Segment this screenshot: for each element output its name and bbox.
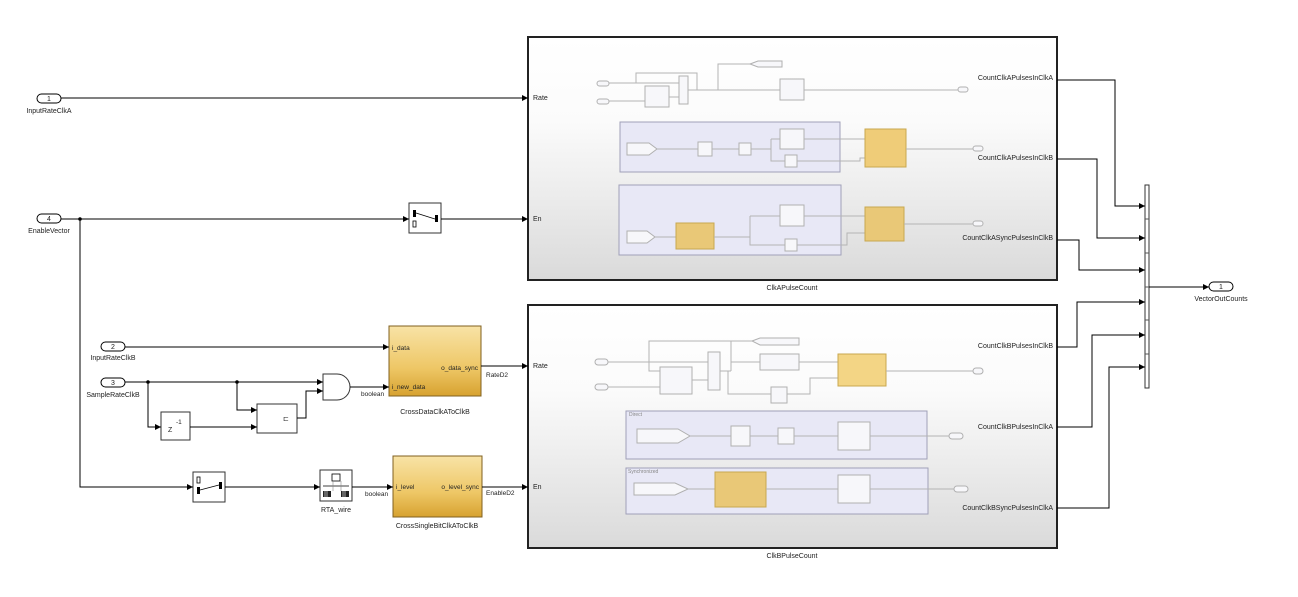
cross-bit-input: i_level — [396, 484, 415, 491]
subsystem-b-input-en: En — [533, 484, 542, 491]
subsystem-b-input-rate: Rate — [533, 363, 548, 370]
cross-data-input-1: i_data — [392, 345, 410, 352]
subsystem-b-output-2: CountClkBPulsesInClkA — [978, 424, 1053, 431]
switch-block-bottom[interactable] — [192, 471, 226, 503]
rta-wire-name: RTA_wire — [321, 507, 351, 514]
inport-4-number: 4 — [47, 216, 51, 223]
subsystem-b-name: ClkBPulseCount — [767, 553, 818, 560]
subsystem-a-output-3: CountClkASyncPulsesInClkB — [962, 235, 1053, 242]
unit-delay-base: Z — [168, 427, 173, 434]
inport-2-name: InputRateClkB — [90, 355, 135, 362]
subsystem-a-preview — [596, 60, 984, 256]
outport-name: VectorOutCounts — [1194, 296, 1248, 303]
subsystem-b-output-3: CountClkBSyncPulsesInClkA — [962, 505, 1053, 512]
signal-label-boolean-2: boolean — [365, 491, 389, 498]
subsystem-a-name: ClkAPulseCount — [767, 285, 818, 292]
cross-bit-output: o_level_sync — [441, 484, 479, 491]
inport-3-number: 3 — [111, 380, 115, 387]
subsystem-a-output-1: CountClkAPulsesInClkA — [978, 75, 1053, 82]
cross-single-bit-clka-to-clkb-block[interactable]: i_level o_level_sync — [392, 455, 483, 518]
cross-bit-name: CrossSingleBitClkAToClkB — [396, 523, 479, 530]
compare-glyph: ⊏ — [283, 416, 289, 423]
subsystem-a-input-rate: Rate — [533, 95, 548, 102]
compare-block[interactable]: ⊏ — [256, 403, 298, 434]
inport-sample-rate-clkb[interactable]: 3 SampleRateClkB — [86, 377, 140, 399]
inport-1-name: InputRateClkA — [26, 108, 71, 115]
cross-data-output: o_data_sync — [441, 365, 479, 372]
inport-input-rate-clka[interactable]: 1 InputRateClkA — [26, 93, 72, 115]
signal-lines — [61, 79, 1209, 509]
area-synchronized-label: Synchronized — [628, 469, 659, 475]
subsystem-b-output-1: CountClkBPulsesInClkB — [978, 343, 1053, 350]
subsystem-clkb-pulse-count[interactable]: Direct Synchronized Rate En CountClkBPul… — [527, 304, 1058, 549]
mux-block[interactable] — [1144, 184, 1150, 389]
inport-4-name: EnableVector — [28, 228, 70, 235]
rta-wire-block[interactable] — [319, 469, 353, 502]
signal-label-boolean-1: boolean — [361, 391, 385, 398]
inport-1-number: 1 — [47, 96, 51, 103]
switch-block-top[interactable] — [408, 202, 442, 234]
outport-number: 1 — [1219, 284, 1223, 291]
cross-data-name: CrossDataClkAToClkB — [400, 409, 470, 416]
signal-label-rate-d2: RateD2 — [486, 372, 508, 379]
inport-enable-vector[interactable]: 4 EnableVector — [28, 213, 70, 235]
area-direct-label: Direct — [629, 412, 643, 418]
inport-input-rate-clkb[interactable]: 2 InputRateClkB — [90, 341, 136, 362]
inport-2-number: 2 — [111, 344, 115, 351]
cross-data-clka-to-clkb-block[interactable]: i_data i_new_data o_data_sync — [388, 325, 482, 397]
logical-and-block[interactable] — [322, 373, 351, 401]
subsystem-b-preview: Direct Synchronized — [594, 337, 984, 515]
unit-delay-exp: -1 — [176, 419, 182, 426]
unit-delay-block[interactable]: Z -1 — [160, 411, 191, 441]
signal-label-enable-d2: EnableD2 — [486, 490, 515, 497]
cross-data-input-2: i_new_data — [392, 384, 426, 391]
subsystem-a-output-2: CountClkAPulsesInClkB — [978, 155, 1053, 162]
subsystem-clka-pulse-count[interactable]: Rate En CountClkAPulsesInClkA CountClkAP… — [527, 36, 1058, 281]
inport-3-name: SampleRateClkB — [86, 392, 140, 399]
subsystem-a-input-en: En — [533, 216, 542, 223]
outport-vector-out-counts[interactable]: 1 VectorOutCounts — [1194, 281, 1248, 303]
